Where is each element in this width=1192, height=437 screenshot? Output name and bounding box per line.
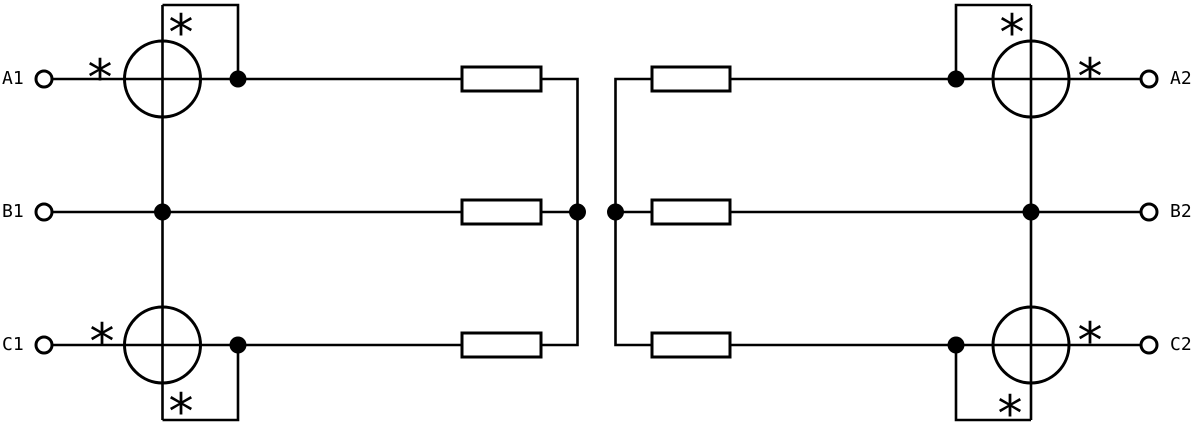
- polarity-mark-c2-wire: *: [1078, 312, 1103, 370]
- resistor-right-a: [650, 65, 732, 93]
- right-voltage-coil-top-loop: [954, 3, 1031, 79]
- junction-dot-a1: [229, 70, 247, 88]
- terminal-label-c2: C2: [1170, 334, 1192, 355]
- terminal-circles: [34, 69, 1159, 355]
- terminal-label-c1: C1: [2, 334, 24, 355]
- right-voltage-coil-bottom-loop: [954, 345, 1031, 422]
- terminal-label-b2: B2: [1170, 201, 1192, 222]
- terminal-label-a1: A1: [2, 68, 24, 89]
- junction-dots: [154, 70, 1040, 354]
- junction-dot-c2: [947, 336, 965, 354]
- wattmeter-left-a-circle: [123, 39, 202, 119]
- wattmeter-circles: [123, 39, 1071, 385]
- wattmeter-right-a-circle: [991, 39, 1071, 119]
- polarity-mark-c2-coil: *: [998, 385, 1023, 437]
- terminal-labels: A1 B1 C1 A2 B2 C2: [2, 68, 1192, 355]
- polarity-mark-a1-coil: *: [169, 4, 194, 62]
- resistor-left-c: [460, 331, 543, 359]
- wattmeter-left-c-circle: [123, 305, 202, 385]
- resistor-left-b: [460, 198, 543, 226]
- terminal-label-b1: B1: [2, 201, 24, 222]
- terminal-b1: [34, 202, 54, 222]
- polarity-mark-c1-wire: *: [90, 313, 115, 371]
- left-voltage-coil-bottom-loop: [162, 345, 240, 422]
- junction-dot-left-star: [569, 203, 586, 221]
- left-voltage-coil-top-loop: [162, 3, 240, 79]
- junction-dot-right-star: [607, 203, 624, 221]
- terminal-c2: [1139, 335, 1159, 355]
- polarity-mark-a2-wire: *: [1078, 48, 1103, 106]
- resistor-right-b: [650, 198, 732, 226]
- phase-wires: [52, 77, 1141, 347]
- terminal-b2: [1139, 202, 1159, 222]
- terminal-label-a2: A2: [1170, 68, 1192, 89]
- wattmeter-right-c-circle: [991, 305, 1071, 385]
- polarity-mark-a1-wire: *: [88, 49, 113, 107]
- junction-dot-b2: [1022, 203, 1040, 221]
- resistor-left-a: [460, 65, 543, 93]
- terminal-c1: [34, 335, 54, 355]
- junction-dot-a2: [947, 70, 965, 88]
- polarity-marks: * * * * * * * *: [88, 4, 1103, 437]
- terminal-a2: [1139, 69, 1159, 89]
- polarity-mark-c1-coil: *: [169, 383, 194, 437]
- terminal-a1: [34, 69, 54, 89]
- junction-dot-c1: [229, 336, 247, 354]
- junction-dot-b1: [154, 203, 171, 221]
- resistor-right-c: [650, 331, 732, 359]
- load-resistors: [460, 65, 732, 359]
- polarity-mark-a2-coil: *: [1000, 4, 1025, 62]
